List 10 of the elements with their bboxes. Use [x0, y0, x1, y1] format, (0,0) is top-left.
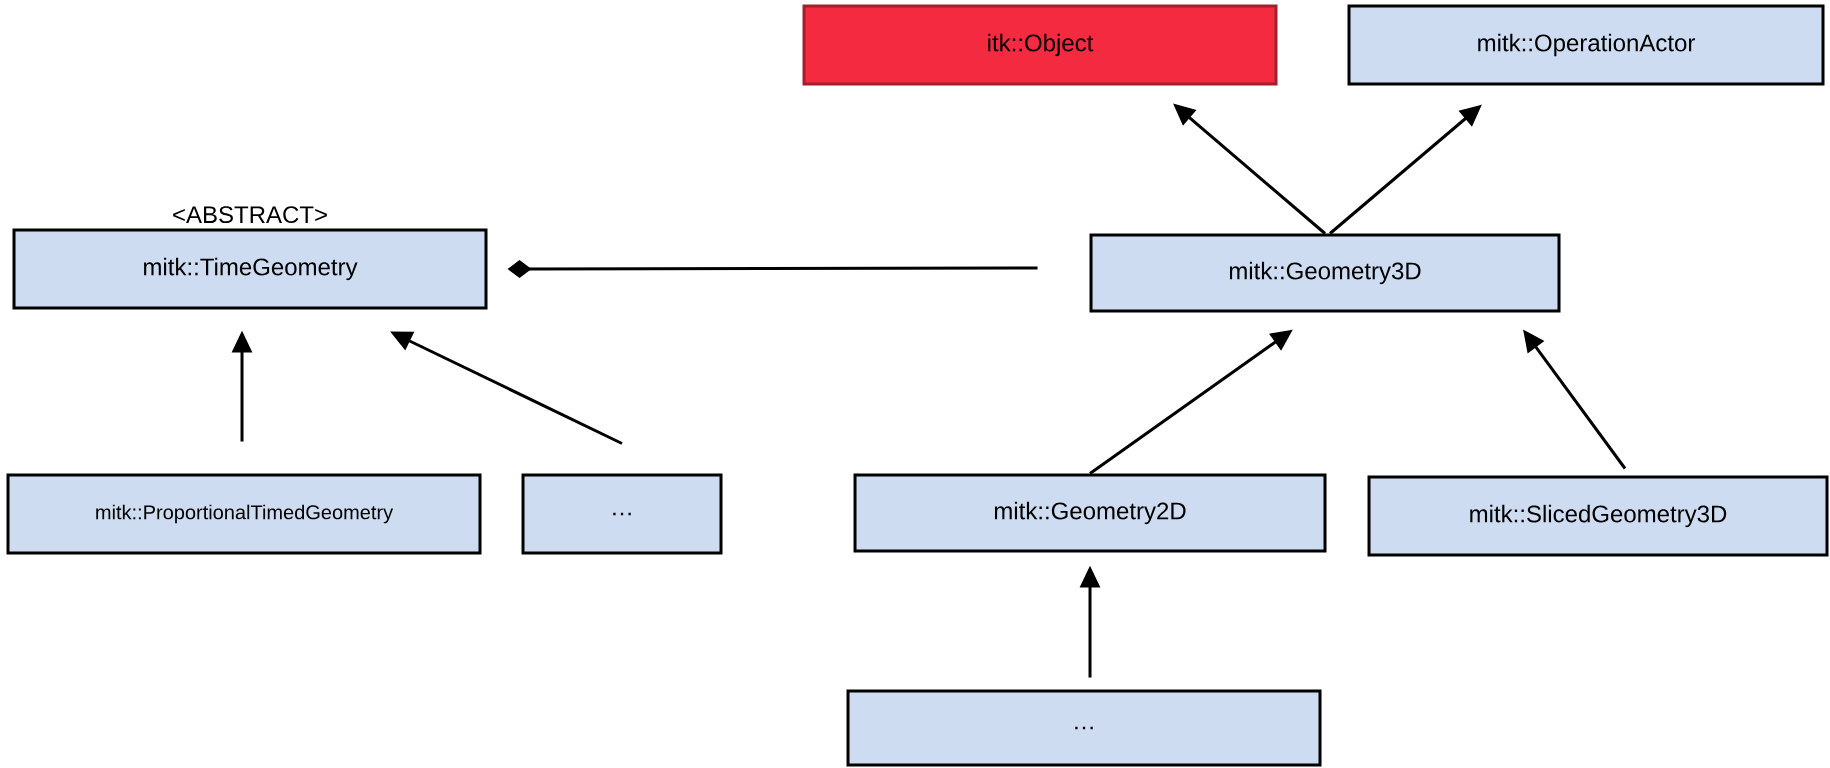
class-box: mitk::ProportionalTimedGeometry — [6, 473, 482, 555]
class-box: … — [846, 689, 1322, 767]
stereotype-label: <ABSTRACT> — [173, 206, 327, 224]
class-box: mitk::Geometry2D — [853, 473, 1327, 553]
class-box: mitk::OperationActor — [1347, 4, 1825, 86]
class-box: itk::Object — [802, 4, 1278, 86]
class-box: mitk::SlicedGeometry3D — [1367, 475, 1829, 557]
class-box: mitk::TimeGeometry — [12, 228, 488, 310]
class-box: … — [521, 473, 723, 555]
class-box: mitk::Geometry3D — [1089, 233, 1561, 313]
